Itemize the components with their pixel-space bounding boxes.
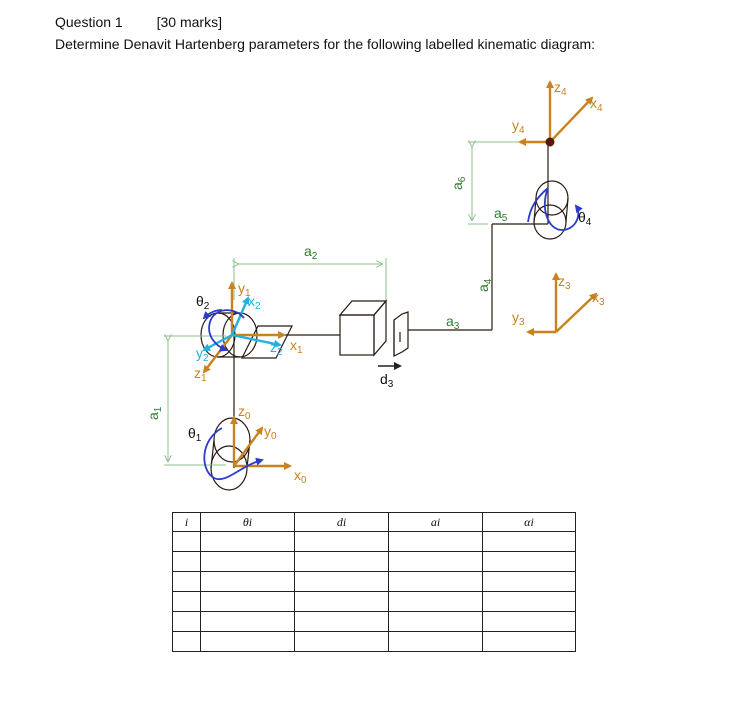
label-y0: y0	[264, 423, 277, 442]
table-cell[interactable]	[172, 531, 201, 552]
label-x4: x4	[590, 95, 603, 114]
dimension-lines	[164, 142, 544, 466]
label-a6: a6	[449, 176, 468, 190]
label-x2: x2	[248, 293, 261, 312]
table-cell[interactable]	[172, 571, 201, 592]
table-cell[interactable]	[294, 551, 389, 572]
table-cell[interactable]	[482, 531, 576, 552]
header-d: di	[294, 512, 389, 532]
joint-2-plate	[241, 325, 293, 359]
table-cell[interactable]	[388, 611, 483, 632]
table-row	[172, 531, 576, 552]
question-instruction: Determine Denavit Hartenberg parameters …	[55, 36, 596, 52]
table-cell[interactable]	[200, 551, 295, 572]
label-d3: d3	[380, 371, 394, 390]
table-cell[interactable]	[172, 551, 201, 572]
table-cell[interactable]	[388, 571, 483, 592]
table-cell[interactable]	[172, 611, 201, 632]
joint-4-dot	[545, 137, 555, 147]
frame-4-axes	[518, 80, 594, 146]
table-cell[interactable]	[200, 591, 295, 612]
table-header-row: i θi di ai αi	[172, 512, 576, 532]
table-cell[interactable]	[172, 591, 201, 612]
dh-parameter-table: i θi di ai αi	[172, 512, 576, 652]
header-alpha: αi	[482, 512, 576, 532]
links	[233, 142, 549, 468]
label-y2: y2	[196, 345, 209, 364]
frame-3-axes	[526, 272, 598, 336]
label-z4: z4	[554, 79, 567, 98]
table-row	[172, 571, 576, 592]
label-y3: y3	[512, 309, 525, 328]
table-cell[interactable]	[482, 631, 576, 652]
table-cell[interactable]	[294, 631, 389, 652]
label-x1: x1	[290, 337, 303, 356]
label-x3: x3	[592, 289, 605, 308]
table-cell[interactable]	[482, 591, 576, 612]
table-cell[interactable]	[200, 531, 295, 552]
header-theta: θi	[200, 512, 295, 532]
frame-0-axes	[230, 416, 292, 470]
table-row	[172, 591, 576, 612]
table-cell[interactable]	[294, 571, 389, 592]
table-cell[interactable]	[482, 611, 576, 632]
label-a1: a1	[145, 406, 164, 420]
question-number: Question 1	[55, 14, 123, 30]
table-cell[interactable]	[172, 631, 201, 652]
label-z1: z1	[194, 365, 207, 384]
question-marks: [30 marks]	[156, 14, 222, 30]
label-x0: x0	[294, 467, 307, 486]
label-y1: y1	[238, 280, 251, 299]
table-cell[interactable]	[388, 591, 483, 612]
prismatic-joint-box	[338, 299, 409, 357]
label-a3: a3	[446, 313, 460, 332]
question-header: Question 1 [30 marks]	[55, 14, 222, 30]
table-cell[interactable]	[200, 631, 295, 652]
label-a2: a2	[304, 243, 318, 262]
table-row	[172, 631, 576, 652]
label-theta2: θ2	[196, 293, 210, 312]
table-cell[interactable]	[388, 531, 483, 552]
label-y4: y4	[512, 117, 525, 136]
label-z2: z2	[270, 339, 283, 358]
label-theta4: θ4	[578, 209, 592, 228]
rotation-arrows	[202, 187, 583, 481]
table-cell[interactable]	[482, 551, 576, 572]
frame-1-axes	[202, 281, 286, 374]
table-cell[interactable]	[294, 591, 389, 612]
label-a5: a5	[494, 205, 508, 224]
label-z3: z3	[558, 273, 571, 292]
table-row	[172, 611, 576, 632]
kinematic-diagram: z4 x4 y4 a6 a5 θ4 a4 z3 x3 y3 a3 a2 d3 y…	[145, 79, 605, 491]
table-cell[interactable]	[294, 531, 389, 552]
table-cell[interactable]	[388, 631, 483, 652]
table-cell[interactable]	[388, 551, 483, 572]
label-a4: a4	[475, 278, 494, 292]
table-cell[interactable]	[200, 611, 295, 632]
table-cell[interactable]	[200, 571, 295, 592]
table-cell[interactable]	[294, 611, 389, 632]
label-z0: z0	[238, 403, 251, 422]
header-i: i	[172, 512, 201, 532]
table-cell[interactable]	[482, 571, 576, 592]
table-row	[172, 551, 576, 572]
frame-2-axes	[202, 296, 282, 352]
header-a: ai	[388, 512, 483, 532]
label-theta1: θ1	[188, 425, 202, 444]
